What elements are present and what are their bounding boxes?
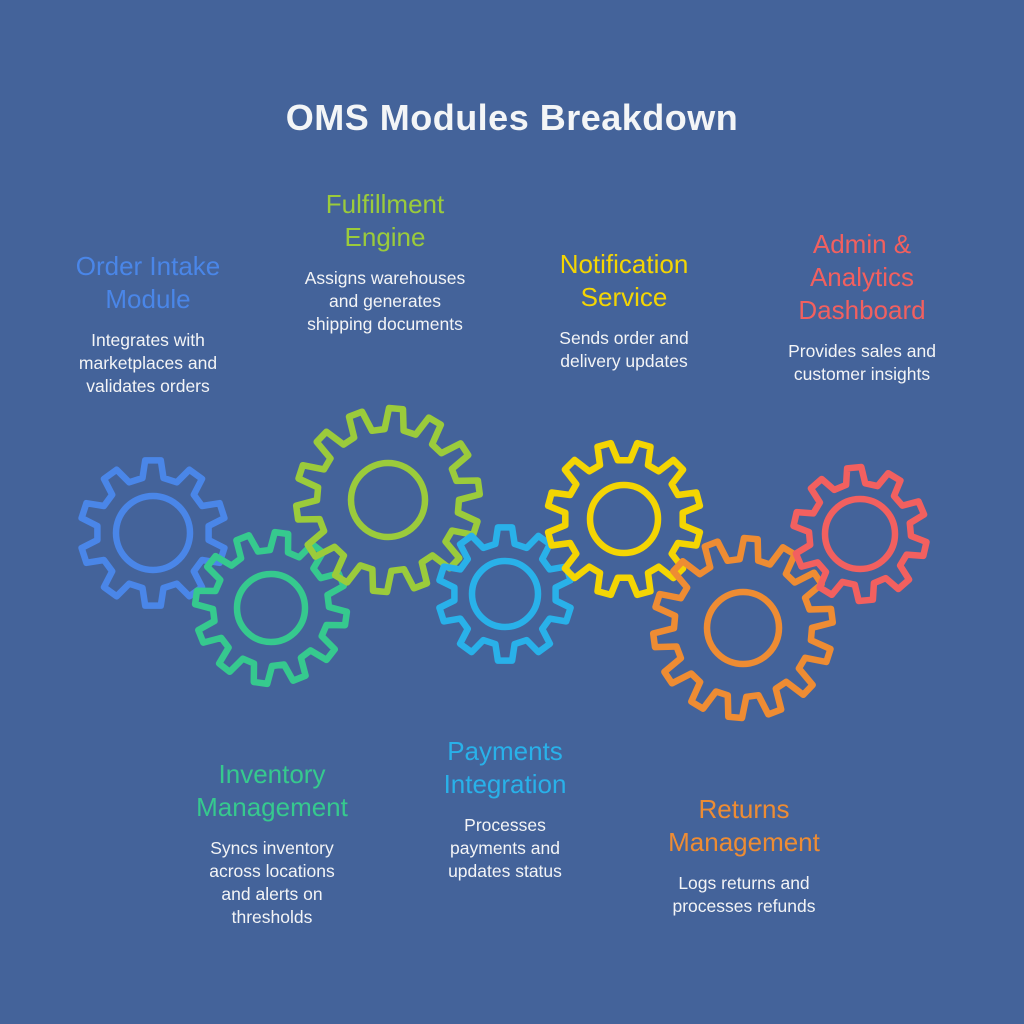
- gear-payments-hub: [468, 557, 542, 631]
- module-order-intake: Order Intake Module Integrates with mark…: [51, 250, 246, 398]
- page-title: OMS Modules Breakdown: [285, 97, 739, 138]
- module-fulfillment-description: Assigns warehouses and generates shippin…: [304, 268, 466, 334]
- gear-returns-outline: [649, 534, 837, 722]
- module-returns: Returns Management Logs returns and proc…: [624, 793, 864, 918]
- gear-fulfillment-hub: [347, 459, 429, 541]
- module-inventory-title: Inventory Management: [196, 759, 348, 822]
- gear-admin: [790, 463, 930, 605]
- module-admin-analytics-description: Provides sales and customer insights: [788, 341, 936, 384]
- module-fulfillment-title: Fulfillment Engine: [325, 189, 445, 252]
- gear-inventory-outline: [191, 528, 351, 688]
- module-payments-title: Payments Integration: [443, 736, 567, 799]
- gear-notification-hub: [586, 481, 662, 557]
- gear-admin-outline: [790, 463, 930, 605]
- gear-inventory-hub: [233, 570, 309, 646]
- module-payments: Payments Integration Processes payments …: [410, 735, 600, 883]
- module-inventory: Inventory Management Syncs inventory acr…: [167, 758, 377, 929]
- gear-notification-outline: [544, 439, 704, 599]
- gear-inventory: [191, 528, 351, 688]
- gear-fulfillment-outline: [292, 404, 484, 596]
- gear-returns: [649, 534, 837, 722]
- module-notification: Notification Service Sends order and del…: [519, 248, 729, 373]
- module-admin-analytics: Admin & Analytics Dashboard Provides sal…: [757, 228, 967, 386]
- gear-admin-hub: [821, 495, 899, 573]
- gear-payments: [436, 524, 574, 664]
- module-payments-description: Processes payments and updates status: [448, 815, 562, 881]
- gear-order-intake-outline: [78, 457, 228, 609]
- module-fulfillment: Fulfillment Engine Assigns warehouses an…: [275, 188, 495, 336]
- module-returns-description: Logs returns and processes refunds: [672, 873, 816, 916]
- gear-order-intake-hub: [112, 492, 194, 574]
- gear-order-intake: [78, 457, 228, 609]
- module-order-intake-title: Order Intake Module: [75, 251, 221, 314]
- module-admin-analytics-title: Admin & Analytics Dashboard: [798, 229, 926, 325]
- gear-payments-outline: [436, 524, 574, 664]
- module-inventory-description: Syncs inventory across locations and ale…: [209, 838, 335, 927]
- module-returns-title: Returns Management: [668, 794, 820, 857]
- gear-notification: [544, 439, 704, 599]
- module-order-intake-description: Integrates with marketplaces and validat…: [78, 330, 218, 396]
- module-notification-description: Sends order and delivery updates: [559, 328, 689, 371]
- gear-returns-hub: [703, 588, 783, 668]
- module-notification-title: Notification Service: [559, 249, 689, 312]
- gear-fulfillment: [292, 404, 484, 596]
